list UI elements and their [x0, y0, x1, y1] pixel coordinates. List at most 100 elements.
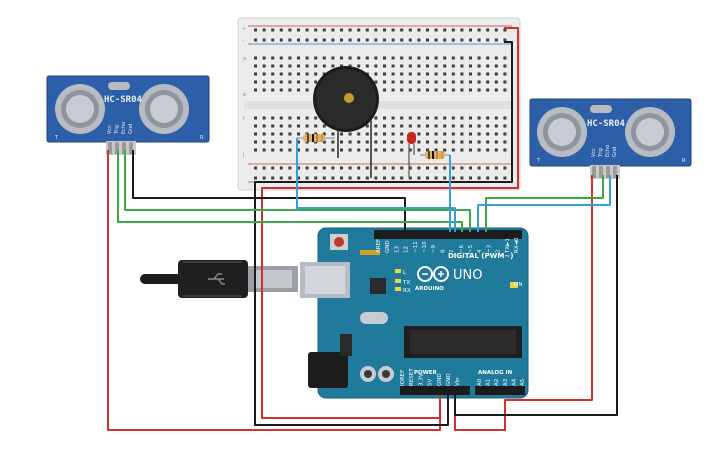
- breadboard-hole: [374, 72, 378, 76]
- breadboard-hole: [426, 166, 429, 170]
- digital-pin-label-10: ~5: [468, 244, 474, 253]
- breadboard-hole: [254, 132, 257, 136]
- piezo-buzzer[interactable]: [313, 66, 379, 132]
- breadboard-hole: [400, 64, 404, 68]
- breadboard-hole: [254, 28, 257, 32]
- breadboard-hole: [297, 166, 300, 170]
- sensor-left-title: HC-SR04: [104, 95, 143, 105]
- breadboard-hole: [460, 140, 464, 144]
- wire-black-left-sensor-gnd: [132, 150, 406, 232]
- wire-green-left-echo: [124, 150, 471, 232]
- ultrasonic-sensor-left[interactable]: HC-SR04 T R Vcc Trig Echo Gnd: [46, 75, 210, 155]
- digital-pin-label-8: 7: [450, 249, 456, 253]
- breadboard-hole: [314, 148, 318, 152]
- breadboard-hole: [331, 140, 335, 144]
- breadboard-hole: [271, 116, 275, 120]
- breadboard-hole: [469, 72, 472, 76]
- breadboard-hole: [322, 124, 326, 128]
- breadboard-hole: [469, 28, 472, 32]
- arduino-uno-board[interactable]: ARDUINO UNO DIGITAL (PWM~) POWER ANALOG …: [300, 227, 529, 399]
- breadboard-hole: [469, 88, 472, 92]
- breadboard-hole: [494, 140, 498, 144]
- resistor-1[interactable]: [297, 134, 335, 142]
- breadboard-hole: [451, 80, 455, 84]
- breadboard-hole: [288, 140, 292, 144]
- breadboard-hole: [443, 124, 447, 128]
- breadboard-hole: [288, 38, 292, 42]
- breadboard-hole: [417, 116, 421, 120]
- wire-green-left-trig: [117, 150, 463, 232]
- breadboard-hole: [408, 88, 412, 92]
- breadboard-hole: [357, 28, 361, 32]
- breadboard-hole: [374, 124, 378, 128]
- breadboard-hole: [477, 64, 481, 68]
- breadboard-hole: [451, 140, 455, 144]
- resistor-2[interactable]: [420, 151, 450, 159]
- breadboard-hole: [340, 64, 343, 68]
- arduino-brand: ARDUINO: [415, 286, 444, 292]
- breadboard-hole: [469, 166, 472, 170]
- digital-pin-label-4: ~11: [413, 241, 419, 253]
- breadboard-hole: [460, 28, 464, 32]
- breadboard-hole: [426, 56, 429, 60]
- breadboard-hole: [486, 132, 490, 136]
- red-led[interactable]: [407, 132, 416, 178]
- breadboard-hole: [503, 56, 507, 60]
- breadboard-hole: [357, 176, 361, 180]
- breadboard-hole: [469, 140, 472, 144]
- breadboard-hole: [443, 176, 447, 180]
- breadboard-hole: [288, 166, 292, 170]
- sensor-left-mark-t: T: [54, 135, 59, 141]
- breadboard-hole: [271, 132, 275, 136]
- breadboard-hole: [262, 140, 266, 144]
- breadboard-hole: [434, 64, 438, 68]
- breadboard-row-j: j: [242, 152, 244, 158]
- breadboard-hole: [400, 176, 404, 180]
- breadboard-hole: [322, 64, 326, 68]
- breadboard-hole: [391, 124, 395, 128]
- breadboard-hole: [254, 88, 257, 92]
- breadboard-hole: [305, 28, 309, 32]
- breadboard-hole: [297, 56, 300, 60]
- breadboard-hole: [305, 116, 309, 120]
- breadboard-hole: [322, 132, 326, 136]
- breadboard-hole: [451, 148, 455, 152]
- sensor-left-pin-echo: Echo: [121, 122, 127, 134]
- analog-pin-label-4: A4: [511, 378, 517, 386]
- breadboard-hole: [503, 64, 507, 68]
- breadboard-hole: [391, 28, 395, 32]
- breadboard-hole: [451, 176, 455, 180]
- breadboard-hole: [357, 140, 361, 144]
- breadboard-hole: [486, 176, 490, 180]
- wire-black-right-sensor-gnd: [454, 175, 618, 416]
- breadboard-hole: [443, 132, 447, 136]
- breadboard-hole: [426, 116, 429, 120]
- breadboard-hole: [365, 28, 369, 32]
- breadboard-holes: [254, 28, 507, 180]
- usb-cable[interactable]: [140, 260, 298, 298]
- breadboard-plus-label: +: [242, 26, 246, 32]
- breadboard-hole: [383, 148, 386, 152]
- breadboard-hole: [279, 140, 283, 144]
- power-pin-label-5: GND: [446, 373, 452, 386]
- breadboard-hole: [357, 132, 361, 136]
- breadboard-hole: [357, 38, 361, 42]
- breadboard-hole: [469, 56, 472, 60]
- breadboard-hole: [383, 88, 386, 92]
- breadboard-hole: [365, 38, 369, 42]
- ultrasonic-sensor-right[interactable]: HC-SR04 T R Vcc Trig Echo Gnd: [529, 98, 692, 179]
- breadboard-hole: [494, 132, 498, 136]
- breadboard-hole: [254, 38, 257, 42]
- breadboard-hole: [503, 148, 507, 152]
- breadboard-hole: [400, 148, 404, 152]
- breadboard-hole: [348, 148, 352, 152]
- sensor-left-pin-vcc: Vcc: [107, 125, 113, 134]
- breadboard[interactable]: + - a e f j: [237, 17, 521, 191]
- breadboard-hole: [288, 72, 292, 76]
- breadboard-hole: [408, 28, 412, 32]
- breadboard-hole: [340, 132, 343, 136]
- breadboard-hole: [434, 72, 438, 76]
- breadboard-hole: [340, 140, 343, 144]
- breadboard-hole: [262, 28, 266, 32]
